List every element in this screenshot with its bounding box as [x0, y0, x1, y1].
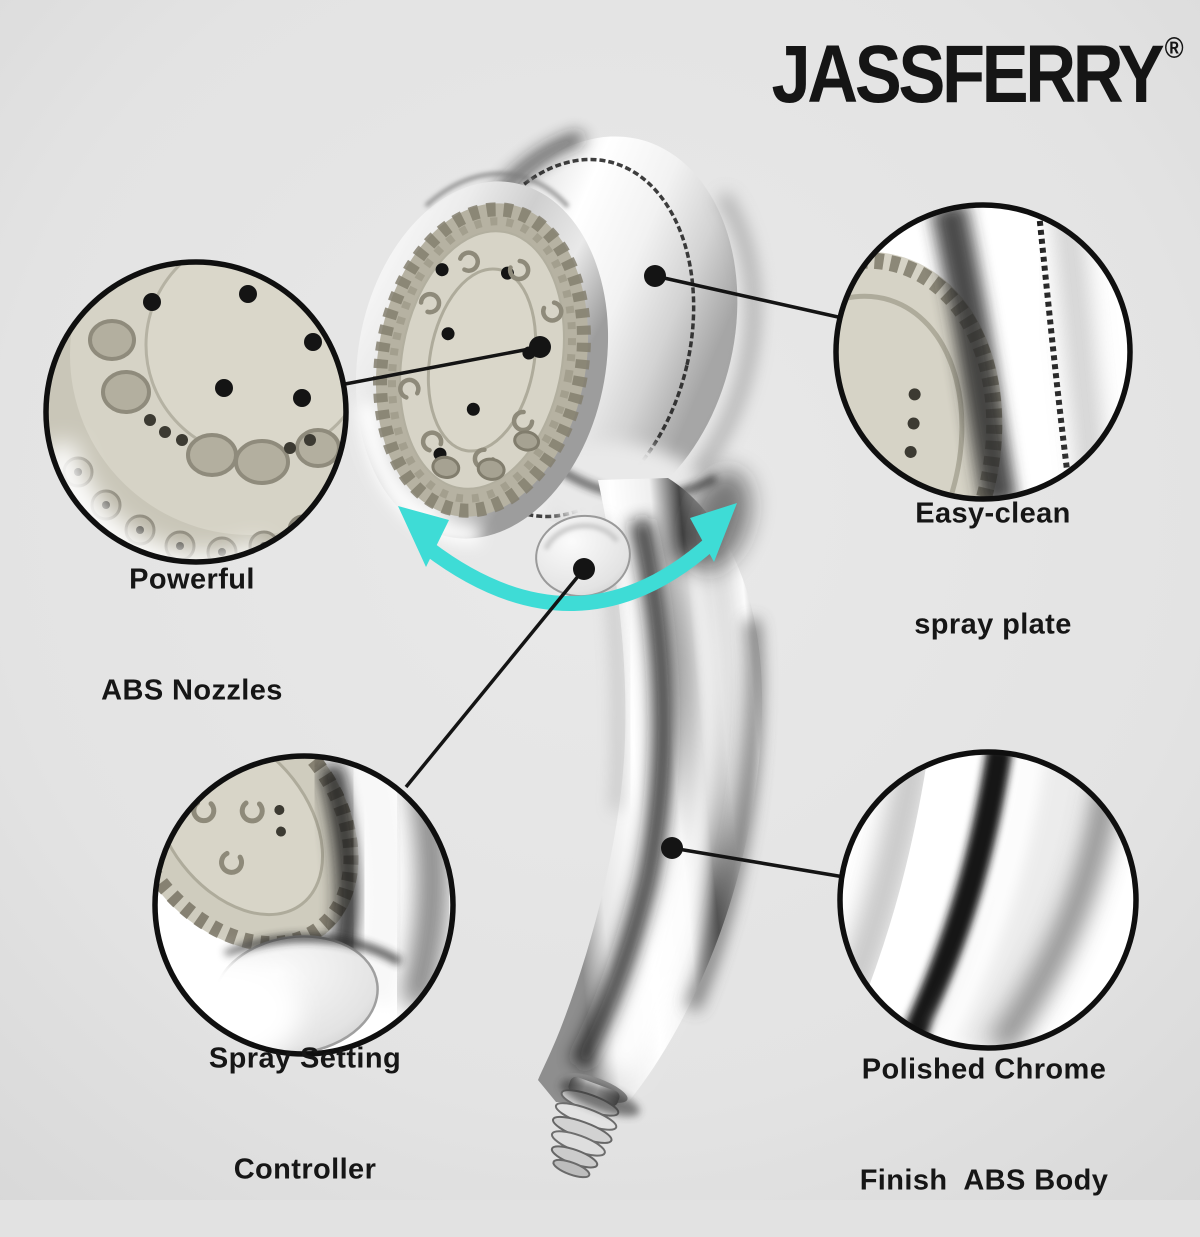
- label-easy-clean-spray-plate: Easy-clean spray plate: [914, 497, 1072, 641]
- dot-spray-plate: [644, 265, 666, 287]
- leader-lines: [344, 274, 857, 881]
- nozzles-detail-callout: [43, 259, 349, 565]
- spray-plate: [355, 171, 609, 545]
- handle-dark-reflection: [570, 517, 675, 1071]
- crescent-nozzles: [398, 250, 564, 470]
- product-infographic: JASSFERRY® Powerful ABS Nozzles Easy-cle…: [0, 0, 1200, 1200]
- label-powerful-abs-nozzles: Powerful ABS Nozzles: [101, 563, 283, 707]
- label-polished-chrome-body: Polished Chrome Finish ABS Body: [859, 1053, 1109, 1197]
- annotation-dots: [529, 265, 683, 859]
- nozzle-bump-ring: [373, 202, 591, 518]
- chrome-body-detail-callout: [837, 749, 1139, 1051]
- brand-name: JASSFERRY: [771, 29, 1164, 120]
- rotation-arrow-icon: [398, 503, 737, 611]
- label-spray-setting-controller: Spray Setting Controller: [208, 1042, 402, 1186]
- large-nozzle-holes: [431, 430, 541, 481]
- dot-nozzles: [529, 336, 551, 358]
- dot-body: [661, 837, 683, 859]
- dot-controller: [573, 558, 595, 580]
- brand-logo: JASSFERRY®: [771, 32, 1184, 116]
- registered-trademark-symbol: ®: [1164, 32, 1184, 65]
- shower-head-annotated-graphic: [0, 0, 1200, 1200]
- shower-head-photo: [355, 131, 763, 1179]
